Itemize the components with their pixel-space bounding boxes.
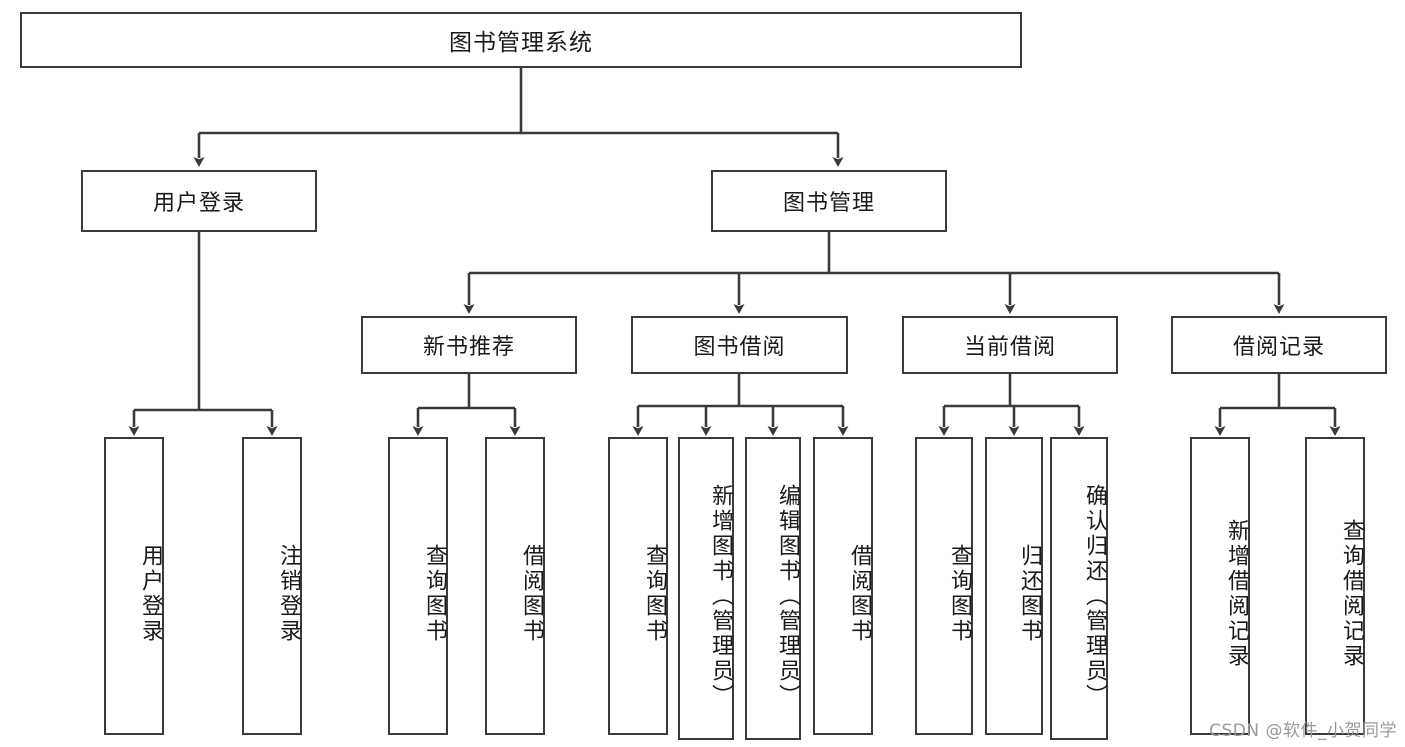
node-leaf-logout-login[interactable]: 注销登录 [242,437,302,735]
csdn-watermark: CSDN @软件_小贺同学 [1209,721,1397,741]
node-leaf-add-book-admin[interactable]: 新增图书（管理员） [678,437,734,740]
node-leaf-return-book[interactable]: 归还图书 [985,437,1043,735]
node-leaf-query-book-2[interactable]: 查询图书 [608,437,668,735]
node-leaf-query-book-1[interactable]: 查询图书 [388,437,448,735]
node-book-manage[interactable]: 图书管理 [711,170,947,232]
node-leaf-add-borrow-record[interactable]: 新增借阅记录 [1190,437,1250,735]
node-leaf-borrow-book-2[interactable]: 借阅图书 [813,437,873,735]
node-user-login[interactable]: 用户登录 [81,170,317,232]
node-book-borrow[interactable]: 图书借阅 [631,316,848,374]
node-leaf-confirm-return-admin[interactable]: 确认归还（管理员） [1050,437,1108,740]
node-new-book-recommend[interactable]: 新书推荐 [361,316,577,374]
node-current-borrow[interactable]: 当前借阅 [902,316,1118,374]
node-root[interactable]: 图书管理系统 [20,12,1022,68]
node-leaf-edit-book-admin[interactable]: 编辑图书（管理员） [745,437,801,740]
node-leaf-query-book-3[interactable]: 查询图书 [915,437,973,735]
node-leaf-query-borrow-record[interactable]: 查询借阅记录 [1305,437,1365,735]
node-leaf-borrow-book-1[interactable]: 借阅图书 [485,437,545,735]
node-leaf-user-login[interactable]: 用户登录 [104,437,164,735]
node-borrow-record[interactable]: 借阅记录 [1171,316,1387,374]
